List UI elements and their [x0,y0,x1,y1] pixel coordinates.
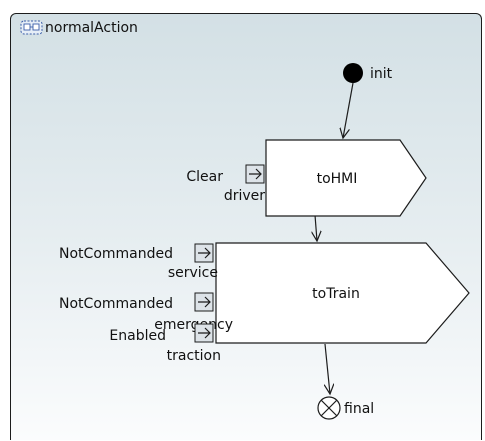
flow-final-node[interactable] [317,396,341,420]
emergency-pin-value: NotCommanded [59,296,173,312]
driver-input-pin[interactable] [245,164,265,184]
initial-node[interactable] [343,63,363,83]
totrain-action[interactable]: toTrain [215,242,470,344]
service-input-pin[interactable] [194,243,214,263]
service-pin-name: service [168,265,218,281]
driver-pin-value: Clear [186,169,223,185]
activity-frame [10,13,482,440]
edge-tohmi-to-totrain[interactable] [315,214,317,241]
activity-title: normalAction [45,20,138,36]
service-pin-value: NotCommanded [59,246,173,262]
initial-node-label: init [370,66,393,82]
activity-icon [20,20,43,35]
driver-pin-name: driver [224,188,265,204]
edge-totrain-to-final[interactable] [325,343,330,394]
tohmi-action-label: toHMI [317,171,358,187]
traction-pin-name: traction [167,348,221,364]
edge-init-to-tohmi[interactable] [343,82,354,138]
tohmi-action[interactable]: toHMI [265,139,427,217]
traction-input-pin[interactable] [194,323,214,343]
totrain-action-label: toTrain [312,286,360,302]
emergency-pin-name: emergency [154,317,233,333]
final-node-label: final [344,401,374,417]
traction-pin-value: Enabled [109,328,166,344]
emergency-input-pin[interactable] [194,292,214,312]
